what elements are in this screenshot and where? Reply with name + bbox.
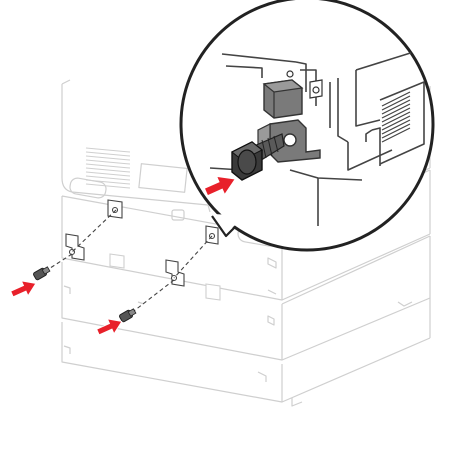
- tray-bracket-right: [165, 259, 185, 287]
- magnifier-callout: [179, 0, 435, 252]
- screw-icon: [231, 133, 285, 181]
- arrow-icon: [203, 175, 237, 197]
- tray-bracket-ghost-lower: [109, 253, 221, 301]
- printer-body: [61, 79, 431, 407]
- bracket-icon: [262, 70, 323, 119]
- printer-bracket-upper-left: [107, 199, 123, 219]
- screw-icon: [119, 308, 137, 323]
- alignment-lines: [43, 209, 213, 315]
- printer-bracket-upper-right: [205, 225, 219, 245]
- arrow-icon: [96, 318, 123, 336]
- screw-icon: [33, 266, 51, 281]
- arrow-icon: [10, 280, 37, 298]
